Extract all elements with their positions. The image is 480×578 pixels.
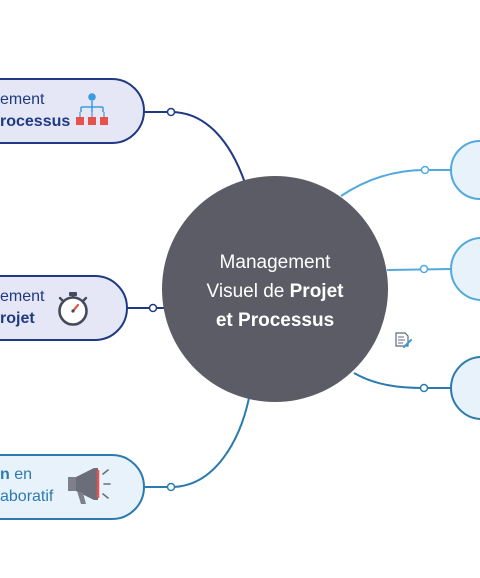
node-middle-left-text: ement rojet xyxy=(0,286,44,330)
connector-bottom-left xyxy=(144,397,250,488)
node-middle-left-line2: rojet xyxy=(0,308,44,330)
node-bottom-left-line1-bold: n xyxy=(0,466,10,483)
connector-bottom-left-handle[interactable] xyxy=(166,482,176,492)
connector-middle-right xyxy=(386,268,453,271)
connector-middle-left-handle[interactable] xyxy=(148,303,158,313)
node-top-left-line1: ement xyxy=(0,91,45,108)
node-middle-left-line1: ement xyxy=(0,288,45,305)
central-topic-line3-bold: et Processus xyxy=(215,310,335,331)
notes-icon[interactable] xyxy=(395,332,412,348)
node-top-left-line2: rocessus xyxy=(0,111,70,133)
connector-top-left xyxy=(143,111,246,184)
central-topic-circle[interactable] xyxy=(162,176,388,402)
stopwatch-icon xyxy=(58,292,88,326)
node-top-left[interactable] xyxy=(0,78,145,144)
megaphone-icon xyxy=(68,468,111,504)
node-middle-right[interactable] xyxy=(450,237,480,301)
central-topic-line2: Visuel de Projet xyxy=(162,277,388,306)
central-topic-text: Management Visuel de Projet et Processus xyxy=(162,248,388,335)
connector-bottom-right-handle[interactable] xyxy=(419,383,429,393)
org-chart-icon xyxy=(76,93,108,125)
connector-top-left-handle[interactable] xyxy=(166,107,176,117)
node-bottom-left-line2: aboratif xyxy=(0,488,54,505)
node-bottom-left-line1-normal: en xyxy=(9,466,33,483)
central-topic-line2-bold: Projet xyxy=(289,281,344,302)
node-top-right[interactable] xyxy=(450,140,480,200)
node-middle-left-line2-bold: rojet xyxy=(0,310,35,327)
central-topic-line1: Management xyxy=(219,252,331,273)
node-bottom-left-line1: n en xyxy=(0,464,53,486)
connector-top-right-handle[interactable] xyxy=(420,165,430,175)
central-topic-line2-normal: Visuel de xyxy=(206,281,290,302)
node-bottom-left-text: n en aboratif xyxy=(0,464,53,508)
central-topic-line3: et Processus xyxy=(162,306,388,335)
node-top-left-text: ement rocessus xyxy=(0,89,70,133)
connector-top-right xyxy=(340,169,452,197)
node-top-left-line2-bold: rocessus xyxy=(0,113,71,130)
connector-middle-right-handle[interactable] xyxy=(419,264,429,274)
connector-bottom-right xyxy=(353,372,452,389)
node-bottom-right[interactable] xyxy=(450,356,480,420)
